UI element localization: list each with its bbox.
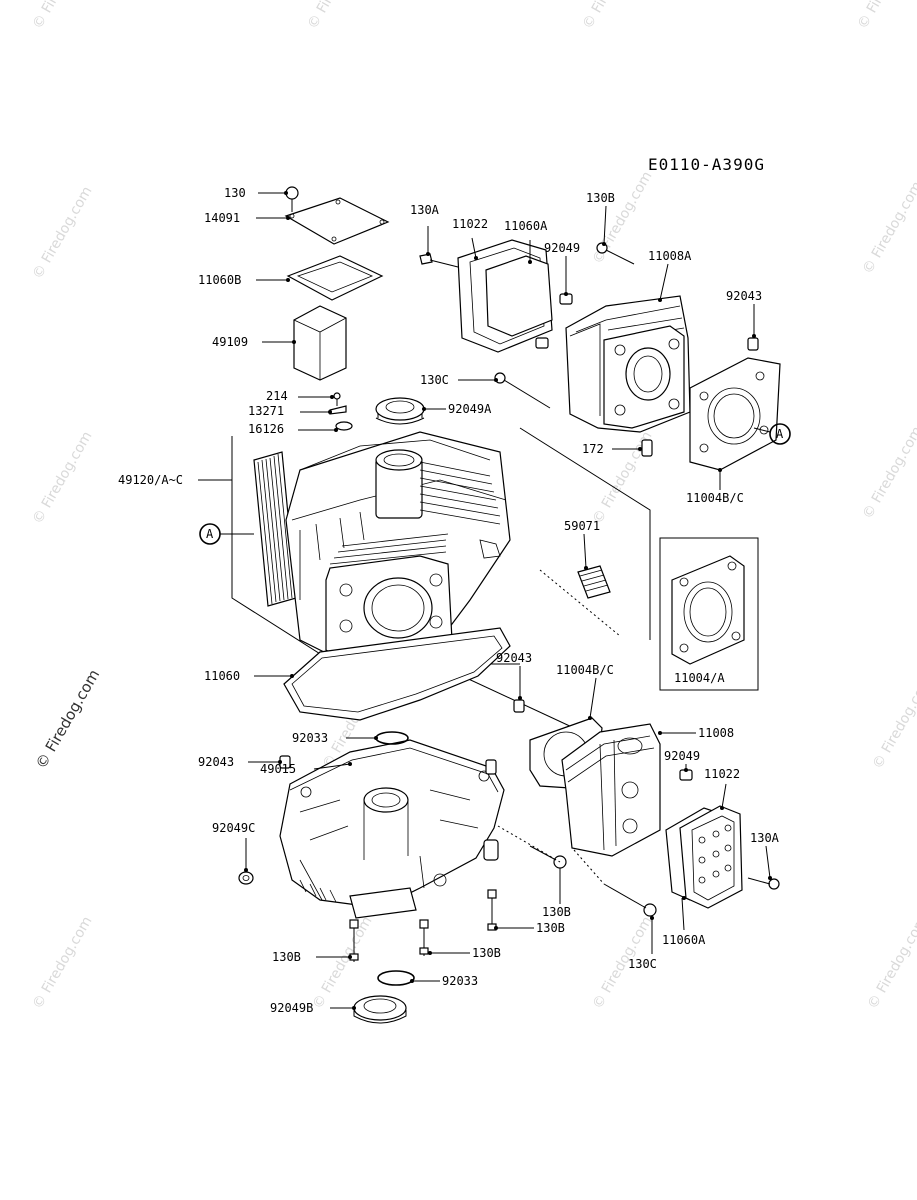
part-label: 49120/A~C — [118, 473, 183, 487]
leader-lines — [198, 191, 772, 1010]
watermark: © Firedog.com — [30, 429, 96, 527]
part-label: 11060B — [198, 273, 241, 287]
part-label: 14091 — [204, 211, 240, 225]
part-label: 92049C — [212, 821, 255, 835]
part-label: 92033 — [292, 731, 328, 745]
part-label: 11008 — [698, 726, 734, 740]
part-label: 130A — [410, 203, 440, 217]
callout-a-left-label: A — [206, 527, 214, 541]
watermark: © Firedog.com — [305, 0, 371, 32]
part-label: 92049 — [664, 749, 700, 763]
watermark: © Firedog.com — [865, 914, 917, 1012]
watermark-strong: © Firedog.com — [32, 666, 103, 772]
spring-59071 — [577, 565, 611, 599]
watermark: © Firedog.com — [310, 914, 376, 1012]
part-label: 130 — [224, 186, 246, 200]
part-label: 92043 — [198, 755, 234, 769]
part-label: 11004B/C — [686, 491, 744, 505]
seal-92049C — [238, 871, 254, 885]
part-label: 130B — [542, 905, 571, 919]
crankcase-49015 — [279, 739, 505, 919]
part-label: 11004/A — [674, 671, 725, 685]
watermark: © Firedog.com — [580, 0, 646, 32]
part-label: 130C — [420, 373, 449, 387]
part-label: 92043 — [726, 289, 762, 303]
watermark: © Firedog.com — [30, 184, 96, 282]
small-parts — [329, 392, 353, 431]
part-label: 11022 — [452, 217, 488, 231]
part-label: 11008A — [648, 249, 692, 263]
diagram-code: E0110-A390G — [648, 155, 765, 174]
part-label: 16126 — [248, 422, 284, 436]
watermark: © Firedog.com — [860, 179, 917, 277]
ring-92033-bottom — [377, 970, 415, 986]
inset-gasket-11004A — [659, 537, 759, 691]
part-label: 13271 — [248, 404, 284, 418]
part-label: 92033 — [442, 974, 478, 988]
part-label: 172 — [582, 442, 604, 456]
watermark: © Firedog.com — [870, 674, 917, 772]
part-label: 130C — [628, 957, 657, 971]
part-label: 49109 — [212, 335, 248, 349]
oil-seal-92049B — [353, 995, 407, 1024]
part-label: 11060A — [662, 933, 706, 947]
part-label: 130B — [472, 946, 501, 960]
ring-92033-top — [375, 731, 409, 745]
part-label: 92049A — [448, 402, 492, 416]
front-head-group — [497, 699, 780, 917]
breather-stack — [284, 186, 390, 381]
part-label: 92049B — [270, 1001, 313, 1015]
rear-head-group — [419, 239, 791, 471]
part-label: 11060 — [204, 669, 240, 683]
watermark: © Firedog.com — [30, 0, 96, 32]
part-label: 11004B/C — [556, 663, 614, 677]
cylinder-block — [253, 431, 511, 665]
part-label: 130B — [272, 950, 301, 964]
part-label: 130B — [536, 921, 565, 935]
part-label: 92049 — [544, 241, 580, 255]
part-label: 130B — [586, 191, 615, 205]
gasket-11060 — [283, 627, 511, 721]
watermark: © Firedog.com — [30, 914, 96, 1012]
part-label: 11060A — [504, 219, 548, 233]
watermark: © Firedog.com — [855, 0, 917, 32]
part-label: 11022 — [704, 767, 740, 781]
callout-a-left — [199, 523, 221, 545]
bolts-130B-bottom — [349, 889, 497, 962]
part-label: 49015 — [260, 762, 296, 776]
watermark: © Firedog.com — [860, 424, 917, 522]
part-label: 59071 — [564, 519, 600, 533]
part-labels: 130 14091 11060B 49109 214 13271 16126 4… — [118, 186, 784, 1015]
part-label: 92043 — [496, 651, 532, 665]
part-label: 130A — [750, 831, 780, 845]
callout-a-right-label: A — [776, 427, 784, 441]
oil-seal-92049A — [375, 397, 425, 425]
part-label: 214 — [266, 389, 288, 403]
